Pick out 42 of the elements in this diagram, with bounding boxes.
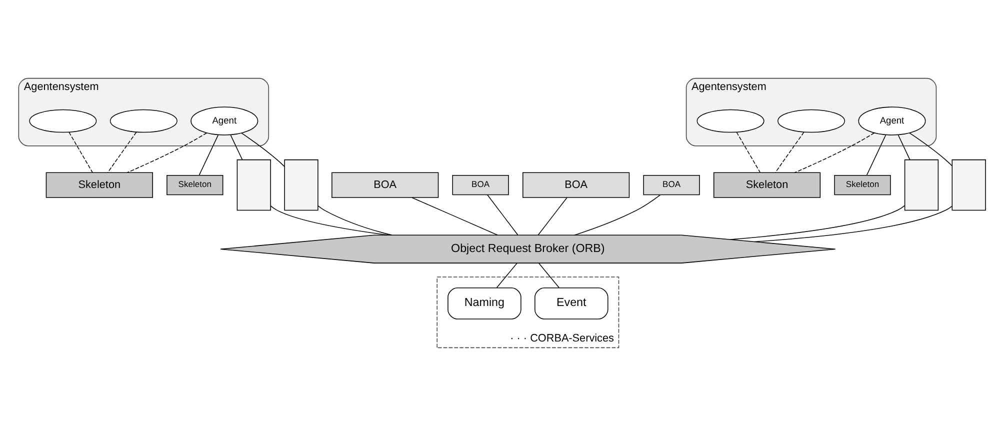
connector xyxy=(908,132,952,166)
connector xyxy=(774,132,804,173)
connector xyxy=(754,206,952,242)
connector xyxy=(486,194,518,236)
connector xyxy=(198,134,218,176)
node-ellipse xyxy=(696,109,764,133)
connector xyxy=(736,132,760,173)
node-box xyxy=(951,159,986,211)
connector xyxy=(897,134,910,160)
node-box: Event xyxy=(534,288,608,320)
node-ellipse xyxy=(777,109,845,133)
node-box: BOA xyxy=(522,172,630,198)
node-box: BOA xyxy=(642,174,700,196)
node-ellipse xyxy=(28,109,96,133)
connector xyxy=(68,132,92,173)
connector xyxy=(537,197,567,236)
connector xyxy=(729,205,905,240)
connector xyxy=(538,262,559,288)
connector xyxy=(866,134,886,176)
node-box: BOA xyxy=(331,172,438,198)
node-ellipse: Agent xyxy=(858,106,926,136)
node-box: Naming xyxy=(447,288,521,320)
connector xyxy=(794,132,874,173)
connector xyxy=(496,262,517,288)
node-box xyxy=(904,159,938,211)
connector xyxy=(270,206,388,236)
node-box: Skeleton xyxy=(712,172,820,198)
node-box xyxy=(236,159,270,211)
connector xyxy=(574,194,660,236)
node-box: Skeleton xyxy=(166,174,223,196)
node-ellipse: Agent xyxy=(190,106,258,136)
connector xyxy=(126,132,207,173)
connector xyxy=(411,197,498,236)
node-box: Skeleton xyxy=(45,172,152,198)
connector xyxy=(230,134,242,160)
connector xyxy=(317,205,392,236)
node-ellipse xyxy=(109,109,177,133)
node-box: BOA xyxy=(452,174,508,196)
connector xyxy=(106,132,136,173)
connector xyxy=(240,132,284,167)
node-box xyxy=(284,159,318,211)
node-box: Skeleton xyxy=(834,174,890,196)
